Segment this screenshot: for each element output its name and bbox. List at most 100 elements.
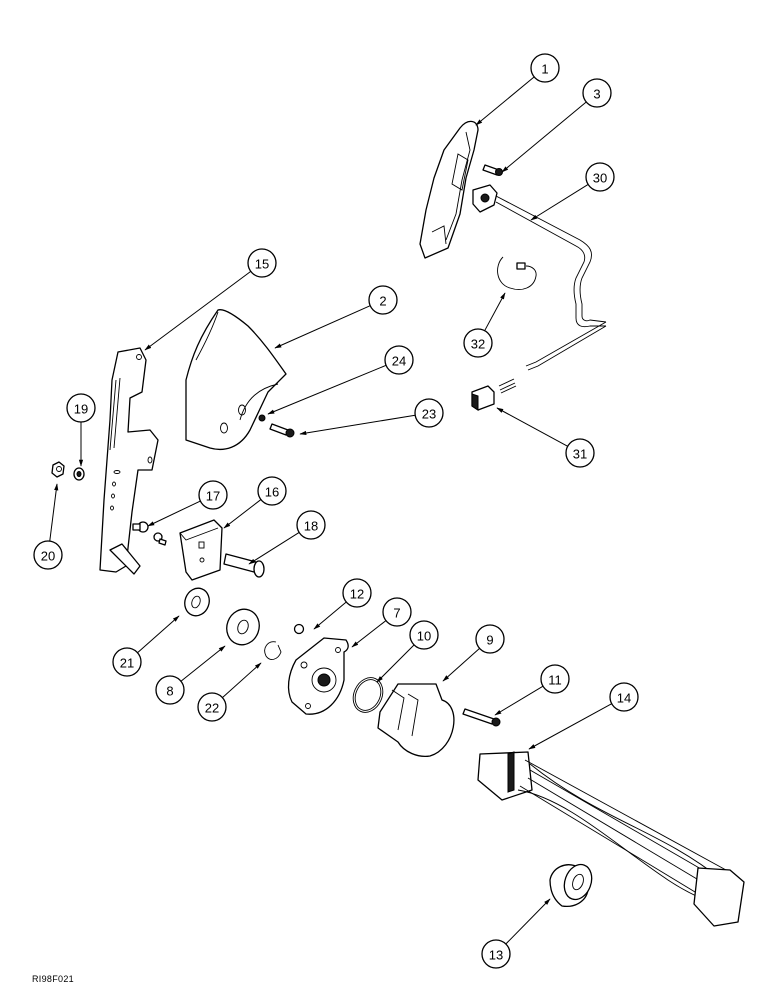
callout-number: 24	[392, 354, 406, 369]
callout-32: 32	[463, 292, 506, 358]
callout-22: 22	[197, 662, 262, 722]
callout-circle	[409, 620, 439, 650]
leader-line	[144, 270, 252, 351]
callout-number: 19	[74, 402, 88, 417]
leader-line	[528, 703, 612, 750]
callout-circle	[609, 682, 639, 712]
callout-number: 8	[166, 684, 173, 699]
part-11-bolt	[462, 708, 501, 727]
part-21-washer	[184, 587, 210, 617]
leader-line	[248, 532, 300, 565]
leader-line	[274, 305, 371, 349]
callout-circle	[296, 510, 326, 540]
callout-10: 10	[376, 620, 439, 683]
part-20-nut	[51, 461, 65, 478]
part-19-washer	[73, 467, 85, 481]
callout-circle	[384, 345, 414, 375]
leader-line	[313, 601, 347, 630]
part-9-sensor-body	[377, 683, 455, 758]
part-15-mounting-bracket	[99, 347, 159, 575]
part-12-nut	[293, 623, 305, 635]
callout-circle	[540, 664, 570, 694]
callout-number: 2	[379, 294, 386, 309]
callout-19: 19	[66, 393, 96, 467]
callout-circle	[414, 398, 444, 428]
part-16-bracket-clip	[179, 519, 223, 581]
callout-number: 23	[422, 407, 436, 422]
leader-line	[496, 407, 568, 447]
callout-21: 21	[112, 615, 180, 677]
part-13-grommet	[549, 863, 593, 908]
callout-circle	[368, 285, 398, 315]
callout-number: 21	[120, 656, 134, 671]
callout-number: 20	[41, 549, 55, 564]
callout-number: 18	[304, 519, 318, 534]
callout-circle	[112, 647, 142, 677]
part-17-rivets	[132, 521, 167, 546]
callout-circle	[66, 393, 96, 423]
callout-1: 1	[475, 53, 560, 126]
leader-line	[147, 500, 201, 527]
callout-number: 13	[489, 948, 503, 963]
part-1-handle-grip	[419, 120, 479, 259]
part-3-screw	[482, 164, 503, 176]
callout-31: 31	[496, 407, 595, 468]
part-22-retaining-ring	[264, 641, 282, 660]
callout-8: 8	[155, 645, 226, 705]
callout-2: 2	[274, 285, 398, 349]
leader-line	[299, 414, 416, 436]
leader-line	[530, 183, 589, 221]
callout-13: 13	[481, 898, 551, 969]
callout-23: 23	[299, 398, 444, 436]
callout-circle	[582, 78, 612, 108]
part-7-housing	[287, 637, 349, 715]
callout-circle	[481, 939, 511, 969]
callout-circle	[530, 53, 560, 83]
callout-number: 30	[593, 171, 607, 186]
leader-line	[501, 101, 587, 173]
callout-7: 7	[351, 597, 412, 648]
callout-number: 22	[205, 701, 219, 716]
callout-number: 1	[541, 62, 548, 77]
callout-circle	[155, 675, 185, 705]
part-30-switch-cable	[472, 184, 607, 371]
part-32-cable-tie	[497, 256, 537, 290]
callout-number: 16	[265, 485, 279, 500]
callout-circle	[342, 578, 372, 608]
leader-line	[49, 483, 59, 542]
callout-number: 14	[617, 691, 631, 706]
callout-number: 10	[417, 629, 431, 644]
part-8-spacer	[226, 608, 260, 646]
callout-circle	[585, 162, 615, 192]
callout-number: 11	[548, 673, 562, 688]
callout-circle	[565, 438, 595, 468]
leader-line	[376, 644, 415, 683]
callout-circle	[33, 540, 63, 570]
callout-11: 11	[494, 664, 570, 716]
leader-line	[442, 647, 480, 682]
callout-number: 17	[206, 489, 220, 504]
leader-line	[267, 364, 387, 415]
callout-24: 24	[267, 345, 414, 415]
callout-14: 14	[528, 682, 639, 750]
callout-number: 7	[393, 606, 400, 621]
leader-line	[475, 76, 535, 126]
leader-line	[494, 685, 544, 716]
callout-circle	[257, 476, 287, 506]
reference-code: RI98F021	[32, 974, 74, 984]
callout-circle	[475, 624, 505, 654]
callout-16: 16	[223, 476, 287, 529]
callout-12: 12	[313, 578, 372, 630]
leader-line	[223, 499, 262, 529]
callout-30: 30	[530, 162, 615, 221]
leader-line	[180, 645, 226, 682]
callout-number: 12	[350, 587, 364, 602]
leader-line	[484, 292, 506, 331]
callout-circle	[463, 328, 493, 358]
part-10-o-ring	[352, 677, 384, 713]
callout-number: 3	[593, 87, 600, 102]
callout-number: 31	[573, 447, 587, 462]
callout-circle	[382, 597, 412, 627]
part-31-connector	[471, 378, 517, 411]
leader-line	[222, 662, 262, 699]
